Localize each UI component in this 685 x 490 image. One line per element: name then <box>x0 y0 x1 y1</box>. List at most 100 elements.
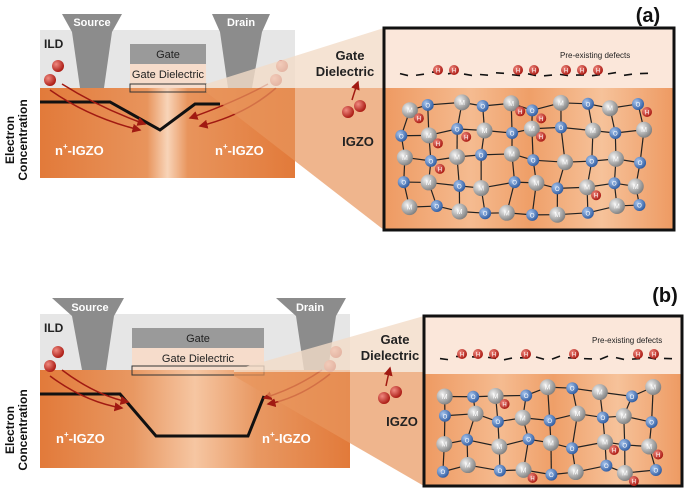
oxygen-atom-label: O <box>530 109 535 115</box>
oxygen-atom <box>451 122 464 135</box>
metal-atom-label: M <box>457 209 463 216</box>
hydrogen-atom-label: H <box>476 353 480 359</box>
hydrogen-atom <box>536 113 547 124</box>
metal-atom-label: M <box>607 106 613 113</box>
defect-mark <box>503 357 513 361</box>
hydrogen-atom-label: H <box>452 69 456 75</box>
metal-atom <box>523 120 540 137</box>
metal-atom-label: M <box>407 108 413 115</box>
hydrogen-atom <box>569 349 579 359</box>
hydrogen-atom-label: H <box>530 476 534 482</box>
zoom-projection <box>234 316 424 372</box>
oxygen-atom <box>618 438 631 451</box>
hydrogen-diffusion-arrow <box>49 375 124 412</box>
oxygen-atom <box>522 433 535 446</box>
oxygen-atom <box>609 126 622 139</box>
hydrogen-atom <box>527 472 538 483</box>
metal-atom-label: M <box>459 100 465 107</box>
hydrogen-atom-label: H <box>645 111 649 117</box>
hydrogen-diffusion-arrow <box>61 83 147 126</box>
metal-atom <box>436 436 453 453</box>
hydrogen-atom <box>342 106 354 118</box>
oxygen-atom-label: O <box>480 105 485 111</box>
metal-atom-label: M <box>584 185 590 192</box>
hydrogen-atom <box>473 349 483 359</box>
ild-label: ILD <box>44 37 64 51</box>
metal-atom-label: M <box>614 203 620 210</box>
hydrogen-atom <box>577 65 587 75</box>
metal-atom-label: M <box>646 444 652 451</box>
oxygen-atom-label: O <box>654 469 659 475</box>
oxygen-atom <box>508 176 521 189</box>
hydrogen-atom-label: H <box>636 353 640 359</box>
oxygen-atom <box>545 468 558 481</box>
hydrogen-atom <box>354 100 366 112</box>
hydrogen-atom <box>513 65 523 75</box>
metal-atom-label: M <box>562 160 568 167</box>
oxygen-atom <box>436 465 449 478</box>
hydrogen-atom-label: H <box>539 135 543 141</box>
metal-atom <box>557 154 574 171</box>
hydrogen-atom-label: H <box>438 167 442 173</box>
hydrogen-atom <box>642 107 653 118</box>
oxygen-atom-label: O <box>399 134 404 140</box>
defect-mark <box>599 355 609 361</box>
metal-atom-label: M <box>496 444 502 451</box>
hydrogen-atom-label: H <box>492 353 496 359</box>
metal-atom-label: M <box>554 212 560 219</box>
oxygen-atom-label: O <box>483 212 488 218</box>
gate-electrode <box>130 44 206 64</box>
zoom-box <box>382 26 676 232</box>
metal-atom <box>528 174 545 191</box>
metal-atom <box>641 438 658 455</box>
zoom-gate-label: Gate <box>381 332 410 347</box>
metal-atom <box>549 206 566 223</box>
metal-atom-label: M <box>473 411 479 418</box>
oxygen-atom-label: O <box>457 184 462 190</box>
oxygen-atom <box>421 98 434 111</box>
metal-atom-label: M <box>602 439 608 446</box>
metal-atom-label: M <box>573 470 579 477</box>
defect-mark <box>511 73 521 77</box>
panel-b: Source Drain ILD Gate Gate Dielectric n+… <box>40 285 684 488</box>
metal-atom-label: M <box>508 101 514 108</box>
oxygen-atom <box>645 416 658 429</box>
defect-mark <box>527 73 537 77</box>
zoom-projection <box>206 28 384 88</box>
metal-atom-label: M <box>442 394 448 401</box>
hydrogen-atom <box>489 349 499 359</box>
metal-atom-label: M <box>613 156 619 163</box>
metal-atom <box>567 464 584 481</box>
hydrogen-atom <box>515 106 526 117</box>
hydrogen-atom <box>52 60 64 72</box>
oxygen-atom <box>526 208 539 221</box>
metal-atom <box>396 149 413 166</box>
defect-mark <box>439 357 449 361</box>
gate-label: Gate <box>156 49 180 61</box>
oxygen-atom-label: O <box>524 394 529 400</box>
metal-atom <box>420 127 437 144</box>
hydrogen-atom-label: H <box>532 69 536 75</box>
defect-mark <box>399 72 409 77</box>
oxygen-atom-label: O <box>586 102 591 108</box>
oxygen-atom-label: O <box>526 438 531 444</box>
metal-atom-label: M <box>402 155 408 162</box>
hydrogen-atom <box>449 65 459 75</box>
panel-a: Source Drain ILD Gate Gate Dielectric n+… <box>40 5 676 232</box>
oxygen-atom <box>527 154 540 167</box>
hydrogen-atom-label: H <box>539 117 543 123</box>
oxygen-atom-label: O <box>510 132 515 138</box>
metal-atom-label: M <box>426 180 432 187</box>
metal-atom <box>449 148 466 165</box>
oxygen-atom <box>555 121 568 134</box>
hydrogen-atom <box>457 349 467 359</box>
zoom-igzo-label: IGZO <box>386 414 418 429</box>
oxygen-atom <box>649 464 662 477</box>
oxygen-atom-label: O <box>443 414 448 420</box>
oxygen-atom-label: O <box>530 213 535 219</box>
metal-atom <box>401 199 418 216</box>
oxygen-atom <box>424 154 437 167</box>
defect-mark <box>543 74 553 77</box>
metal-atom-label: M <box>426 133 432 140</box>
oxygen-atom <box>581 97 594 110</box>
